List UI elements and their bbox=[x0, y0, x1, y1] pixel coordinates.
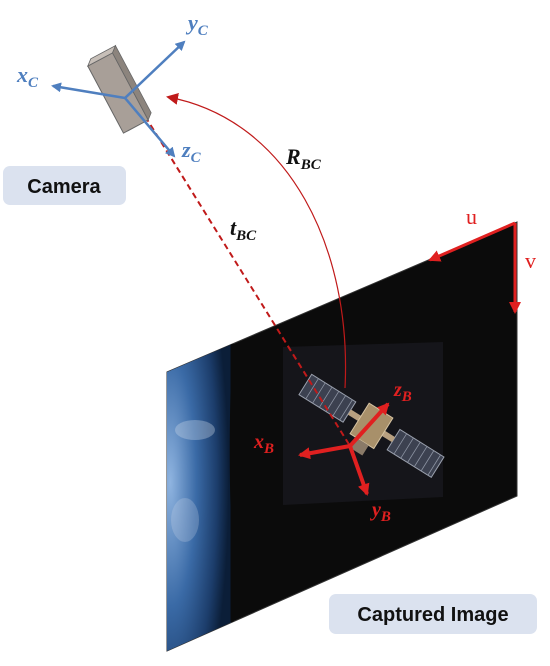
captured-image-label-box: Captured Image bbox=[329, 594, 537, 634]
camera-frame bbox=[51, 40, 186, 158]
image-axes bbox=[428, 221, 521, 314]
u-axis bbox=[428, 221, 516, 262]
body-z-axis bbox=[348, 402, 390, 448]
rotation-label: RBC bbox=[285, 144, 322, 173]
camera-model bbox=[87, 44, 152, 134]
body-x-axis bbox=[298, 444, 351, 460]
body-y-label: yB bbox=[370, 499, 391, 525]
camera-z-label: zC bbox=[181, 137, 202, 166]
body-y-axis bbox=[348, 445, 370, 496]
camera-y-axis bbox=[124, 40, 186, 99]
camera-label: Camera bbox=[27, 176, 101, 198]
camera-x-axis bbox=[51, 82, 126, 100]
body-x-label: xB bbox=[253, 431, 274, 457]
rotation-arc bbox=[166, 92, 347, 389]
camera-y-label: yC bbox=[185, 10, 209, 39]
u-label: u bbox=[466, 204, 477, 229]
translation-label: tBC bbox=[230, 215, 257, 244]
camera-z-axis bbox=[124, 97, 176, 158]
captured-image-label: Captured Image bbox=[357, 604, 508, 626]
camera-x-label: xC bbox=[16, 62, 39, 91]
camera-label-box: Camera bbox=[3, 166, 126, 205]
earth-image bbox=[167, 344, 232, 651]
translation-vector bbox=[139, 107, 351, 447]
v-label: v bbox=[525, 248, 536, 273]
body-frame bbox=[298, 402, 390, 496]
body-z-label: zB bbox=[393, 379, 412, 405]
image-plane bbox=[166, 221, 518, 652]
